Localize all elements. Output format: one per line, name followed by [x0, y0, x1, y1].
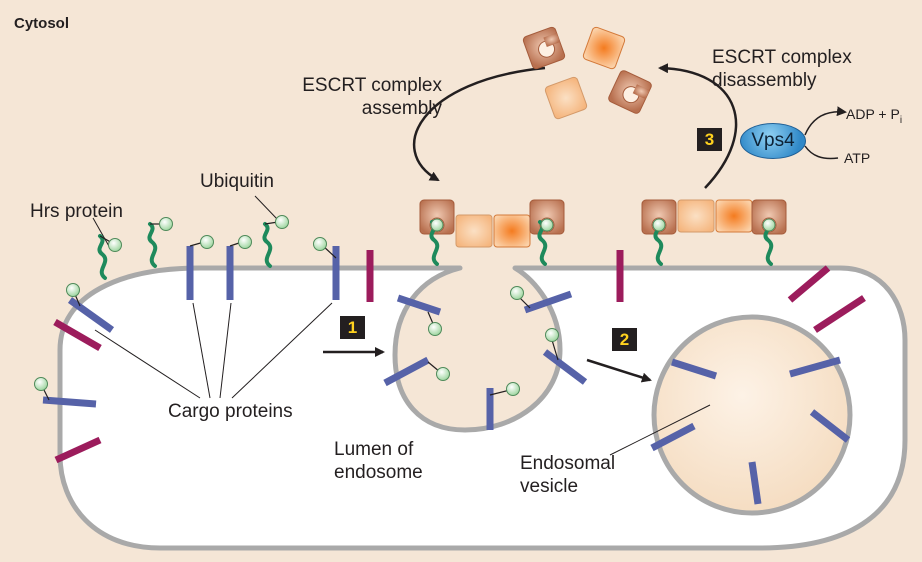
escrt-complex-neck — [419, 199, 565, 248]
atp-label: ATP — [844, 150, 871, 166]
adp-label: ADP + Pi — [846, 106, 902, 129]
escrt-assembly-label: ESCRT complex assembly — [302, 75, 442, 119]
cargo-proteins — [42, 246, 866, 505]
ubiquitins — [34, 215, 776, 396]
step-2-badge: 2 — [612, 328, 637, 351]
cargo-proteins-label: Cargo proteins — [168, 401, 293, 422]
endosomal-vesicle-label: Endosomal vesicle — [520, 453, 616, 497]
vps4-protein: Vps4 — [740, 123, 806, 159]
atp-arrow — [804, 145, 839, 160]
step-3-badge: 3 — [697, 128, 722, 151]
leader-lines — [92, 195, 711, 456]
adp-subscript: i — [899, 114, 903, 126]
step-1-badge: 1 — [340, 316, 365, 339]
adp-text: ADP + P — [846, 106, 900, 122]
cytosol-label: Cytosol — [14, 15, 70, 32]
endosomal-vesicle — [651, 314, 853, 516]
ubiquitin-label: Ubiquitin — [200, 171, 274, 192]
step2-arrow — [586, 358, 652, 383]
adp-arrow — [804, 106, 847, 136]
lumen-label: Lumen of endosome — [334, 439, 423, 483]
escrt-disassembly-label: ESCRT complex disassembly — [712, 47, 852, 91]
assembly-arrow — [412, 66, 546, 182]
free-escrt-subunits — [522, 26, 652, 120]
vps4-label: Vps4 — [751, 130, 795, 151]
hrs-protein-label: Hrs protein — [30, 201, 123, 222]
disassembly-arrow — [658, 63, 738, 189]
